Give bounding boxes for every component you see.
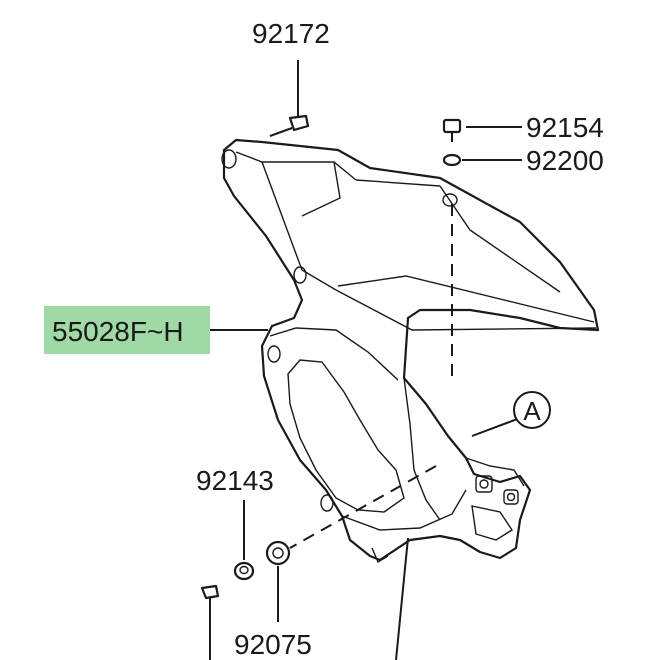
- leader-to-ref-a: [471, 417, 521, 437]
- fairing-cover-part: [221, 138, 600, 564]
- screw-bottom-left-icon: [200, 584, 220, 660]
- part-label-92200: 92200: [526, 145, 604, 176]
- washer-92200-icon: [442, 153, 462, 167]
- leader-bottom: [395, 537, 409, 660]
- label-highlight-55028: [44, 306, 210, 354]
- assembly-line-bottom: [289, 465, 437, 549]
- part-label-92154: 92154: [526, 112, 604, 143]
- collar-92143-icon: [233, 561, 255, 581]
- ref-a-label: A: [523, 396, 541, 426]
- grommet-92075-icon: [265, 540, 291, 566]
- bolt-92154-icon: [442, 118, 462, 142]
- part-label-92172: 92172: [252, 18, 330, 49]
- part-label-55028: 55028F~H: [52, 316, 184, 347]
- bolt-92172-icon: [269, 114, 310, 137]
- part-label-92075: 92075: [234, 629, 312, 660]
- part-label-92143: 92143: [196, 465, 274, 496]
- ref-a-circle: [513, 391, 551, 429]
